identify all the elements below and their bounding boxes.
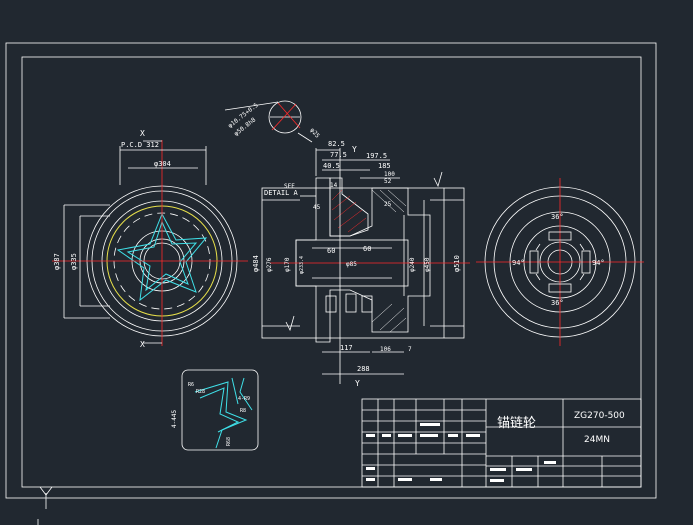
axis-x-top: X [140, 129, 145, 138]
front-view [52, 140, 248, 346]
dim-r45: 45 [313, 204, 321, 211]
detail-l2: R28 [196, 389, 205, 395]
detail-l1: R6 [188, 382, 194, 388]
dim-197-5: 197.5 [366, 152, 387, 160]
pcd-label: P.C.D 312 [121, 141, 159, 149]
detail-l6: R68 [226, 437, 232, 446]
dim-85: φ85 [346, 261, 357, 268]
inner-border [21, 56, 642, 488]
dim-117: 117 [340, 344, 353, 352]
detail-l5: 4-445 [171, 410, 178, 428]
drawing-title: 锚链轮 [497, 416, 536, 431]
angle-bottom: 36° [551, 299, 564, 307]
dim-276: φ276 [266, 257, 273, 272]
section-view [261, 148, 470, 384]
angle-left: 94° [512, 259, 525, 267]
right-view [476, 178, 644, 346]
title-block [361, 398, 642, 488]
angle-top: 36° [551, 213, 564, 221]
dim-77-5: 77.5 [330, 151, 347, 159]
axis-x-bottom: X [140, 340, 145, 349]
dim-185: 185 [378, 162, 391, 170]
axis-y-bottom: Y [355, 379, 360, 388]
bolt-label-3: φ25 [308, 127, 321, 140]
left-diameter-label: φ387 [53, 253, 61, 270]
axis-y-top: Y [352, 145, 357, 154]
dim-52: 52 [384, 178, 392, 185]
dim-450: φ450 [424, 257, 431, 272]
material-code: ZG270-500 [574, 411, 625, 421]
dim-60-b: 60 [363, 245, 371, 253]
detail-a-view [181, 369, 259, 451]
detail-label: DETAIL A [264, 189, 299, 197]
dim-82-5: 82.5 [328, 140, 345, 148]
dim-484: φ484 [252, 255, 260, 272]
dim-100: 100 [384, 171, 395, 178]
dim-40-5: 40.5 [323, 162, 340, 170]
dim-240: φ240 [409, 257, 416, 272]
dim-7: 7 [408, 346, 412, 353]
ucs-icon [37, 486, 53, 525]
detail-l3: 4-R9 [238, 396, 250, 402]
bolt-detail [224, 100, 313, 143]
outer-border [5, 42, 657, 499]
dim-25: 25 [384, 201, 392, 208]
dim-170: φ170 [284, 257, 291, 272]
angle-right: 94° [592, 259, 605, 267]
dim-510: φ510 [453, 255, 461, 272]
see-label: SEE [284, 183, 295, 190]
dim-14: 14 [330, 182, 338, 189]
left-diameter-label-2: φ335 [70, 253, 78, 270]
quantity-code: 24MN [584, 435, 610, 445]
dim-288: 288 [357, 365, 370, 373]
dim-60-a: 60 [327, 247, 335, 255]
detail-l4: R8 [240, 408, 246, 414]
outer-diameter-label: φ304 [154, 160, 171, 168]
dim-106: 106 [380, 346, 391, 353]
dim-233: φ233.4 [299, 256, 305, 274]
